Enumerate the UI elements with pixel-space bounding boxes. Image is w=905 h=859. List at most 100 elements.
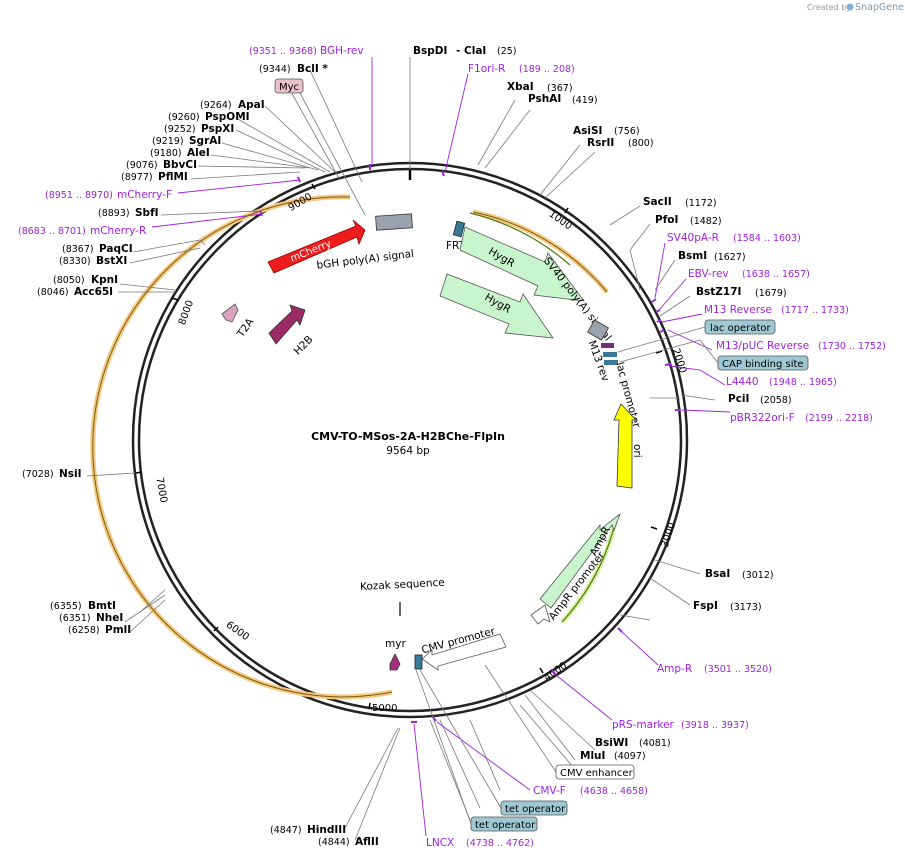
cmv-promoter-feature[interactable] xyxy=(421,633,507,671)
site-bsai-pos: (3012) xyxy=(742,570,774,581)
site-bstz17i[interactable]: BstZ17I xyxy=(696,286,741,298)
site-clai-pos: (25) xyxy=(497,46,517,57)
primer-prs-marker[interactable]: pRS-marker xyxy=(612,719,675,731)
primer-l4440[interactable]: L4440 xyxy=(726,376,759,388)
tick-mark-8000 xyxy=(171,297,179,301)
site-bmti[interactable]: BmtI xyxy=(88,600,116,612)
lac-operator-label: lac operator xyxy=(710,323,771,334)
primer-m13-puc-reverse[interactable]: M13/pUC Reverse xyxy=(716,340,809,352)
plasmid-name: CMV-TO-MSos-2A-H2BChe-FlpIn xyxy=(311,430,505,443)
primer-bgh-rev-range: (9351 .. 9368) xyxy=(249,46,317,57)
primer-ebv-rev[interactable]: EBV-rev xyxy=(688,268,729,280)
site-bsai[interactable]: BsaI xyxy=(705,568,730,580)
site-pspomi[interactable]: PspOMI xyxy=(205,111,250,123)
myc-box[interactable] xyxy=(274,78,304,94)
site-mlui-pos: (4097) xyxy=(614,751,646,762)
cap-site-feature[interactable] xyxy=(604,360,618,365)
site-pspomi-pos: (9260) xyxy=(168,112,200,123)
plasmid-size: 9564 bp xyxy=(386,445,430,457)
site-nhei[interactable]: NheI xyxy=(96,612,123,624)
ampr-feature[interactable] xyxy=(539,512,621,609)
m13-rev-feature[interactable] xyxy=(601,343,614,348)
site-bmti-pos: (6355) xyxy=(50,601,82,612)
site-sbfi[interactable]: SbfI xyxy=(135,207,159,219)
myr-feature[interactable] xyxy=(389,653,401,671)
primer-cmv-f-range: (4638 .. 4658) xyxy=(580,786,648,797)
h2b-feature[interactable] xyxy=(268,304,306,345)
tick-mark-1000 xyxy=(564,207,569,214)
site-pcii-pos: (2058) xyxy=(760,395,792,406)
primer-lncx[interactable]: LNCX xyxy=(426,837,454,849)
primer-cmv-f[interactable]: CMV-F xyxy=(533,785,566,797)
ori-label: ori xyxy=(631,444,643,458)
site-rsrii-pos: (800) xyxy=(628,138,654,149)
tet-operator-label-1: tet operator xyxy=(505,804,566,815)
lac-operator-feature[interactable] xyxy=(603,352,617,357)
site-bstz17i-pos: (1679) xyxy=(755,288,787,299)
orf-arc-hygr-green xyxy=(469,212,571,266)
site-bsiwi-pos: (4081) xyxy=(639,738,671,749)
site-acc65i[interactable]: Acc65I xyxy=(74,286,113,298)
tet-operator-feature[interactable] xyxy=(414,654,423,670)
site-nsii[interactable]: NsiI xyxy=(59,468,82,480)
ampr-promoter-arrow[interactable] xyxy=(530,604,551,625)
site-bsmi[interactable]: BsmI xyxy=(678,250,707,262)
ori-feature[interactable] xyxy=(613,403,637,489)
site-sbfi-pos: (8893) xyxy=(98,208,130,219)
cap-site-label: CAP binding site xyxy=(722,359,804,370)
bgh-polya-feature[interactable] xyxy=(375,213,413,231)
hygr-feature-1[interactable] xyxy=(459,226,585,302)
hygr-feature-2[interactable] xyxy=(439,273,554,339)
site-mlui[interactable]: MluI xyxy=(580,750,605,762)
site-kpni-pos: (8050) xyxy=(53,275,85,286)
mcherry-feature[interactable] xyxy=(267,219,366,274)
site-pflmi[interactable]: PflMI xyxy=(158,171,188,183)
site-sacii[interactable]: SacII xyxy=(643,196,672,208)
site-bbvci[interactable]: BbvCI xyxy=(163,159,197,171)
site-pfoi[interactable]: PfoI xyxy=(655,214,678,226)
brand-app: SnapGene xyxy=(855,2,904,13)
primer-ebv-rev-range: (1638 .. 1657) xyxy=(742,269,810,280)
site-aflii[interactable]: AflII xyxy=(355,836,379,848)
primer-pbr322ori-f[interactable]: pBR322ori-F xyxy=(730,412,795,424)
site-pcii[interactable]: PciI xyxy=(728,393,749,405)
site-sacii-pos: (1172) xyxy=(685,198,717,209)
site-asisi[interactable]: AsiSI xyxy=(573,125,602,137)
site-bcli[interactable]: BclI * xyxy=(297,63,328,75)
frt-feature[interactable] xyxy=(452,220,466,238)
site-fspi[interactable]: FspI xyxy=(693,600,718,612)
t2a-feature[interactable] xyxy=(221,303,239,323)
site-bstxi[interactable]: BstXI xyxy=(96,255,127,267)
tick-3000: 3000 xyxy=(660,521,678,549)
primer-f1ori-r[interactable]: F1ori-R xyxy=(468,63,505,75)
site-hindiii[interactable]: HindIII xyxy=(307,824,346,836)
site-pspxi[interactable]: PspXI xyxy=(201,123,234,135)
site-pmli[interactable]: PmlI xyxy=(105,624,131,636)
primer-sv40pa-r[interactable]: SV40pA-R xyxy=(667,232,719,244)
site-apai[interactable]: ApaI xyxy=(238,99,265,111)
primer-mcherry-f[interactable]: mCherry-F xyxy=(117,189,172,201)
site-rsrii[interactable]: RsrII xyxy=(587,137,614,149)
primer-m13-reverse[interactable]: M13 Reverse xyxy=(704,304,772,316)
primer-amp-r[interactable]: Amp-R xyxy=(657,663,692,675)
site-kpni[interactable]: KpnI xyxy=(91,274,118,286)
myc-label: Myc xyxy=(279,82,299,93)
site-paqci[interactable]: PaqCI xyxy=(99,243,133,255)
sv40-polya-feature[interactable] xyxy=(587,319,609,341)
tick-7000: 7000 xyxy=(153,477,168,504)
primer-mcherry-r[interactable]: mCherry-R xyxy=(90,225,146,237)
primer-leader-lines xyxy=(151,57,731,837)
orf-arc-main xyxy=(90,194,393,700)
site-bbvci-pos: (9076) xyxy=(126,160,158,171)
site-pmli-pos: (6258) xyxy=(68,625,100,636)
site-pshai[interactable]: PshAI xyxy=(528,93,561,105)
primer-bgh-rev[interactable]: BGH-rev xyxy=(320,45,364,57)
site-clai[interactable]: - ClaI xyxy=(456,45,486,57)
site-xbai[interactable]: XbaI xyxy=(507,81,534,93)
site-sgrai-pos: (9219) xyxy=(152,136,184,147)
site-bsiwi[interactable]: BsiWI xyxy=(595,737,628,749)
site-nhei-pos: (6351) xyxy=(59,613,91,624)
site-alei[interactable]: AleI xyxy=(187,147,210,159)
site-bspdi[interactable]: BspDI xyxy=(413,45,447,57)
site-sgrai[interactable]: SgrAI xyxy=(189,135,221,147)
